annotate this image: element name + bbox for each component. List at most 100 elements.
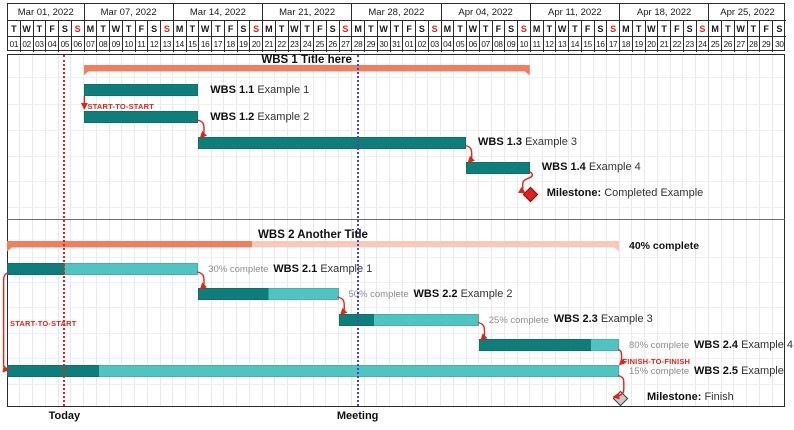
row-gridline [8, 155, 784, 157]
day-number-cell: 06 [467, 36, 480, 52]
day-gridline [682, 54, 684, 406]
task-bar-t14 [466, 161, 530, 174]
task-label: WBS 2.4 Example 4 [694, 338, 794, 351]
day-gridline [236, 54, 237, 406]
task-label: WBS 1.2 Example 2 [210, 110, 310, 123]
task-label: WBS 1.1 Example 1 [210, 83, 310, 96]
task-label: WBS 2.3 Example 3 [553, 313, 653, 325]
task-bar-t13 [198, 136, 466, 149]
day-number-cell: 10 [122, 36, 136, 52]
day-letter-cell: S [428, 20, 442, 36]
task-progress-label: 30% complete [208, 264, 269, 275]
day-number-cell: 27 [339, 36, 353, 52]
day-letter-cell: S [326, 20, 340, 36]
task-progress-label: 15% complete [629, 366, 690, 377]
day-gridline [83, 54, 84, 406]
day-gridline [746, 54, 747, 406]
group-bar-wbs1 [84, 65, 530, 76]
task-wbs-code: WBS 1.1 [210, 83, 255, 96]
day-gridline [733, 54, 735, 406]
milestone-label: Milestone: Finish [647, 390, 734, 403]
task-bar-t22 [198, 288, 339, 300]
week-header-cell: Apr 25, 2022 [720, 6, 775, 18]
day-number-cell: 12 [148, 36, 161, 52]
day-letter-cell: M [352, 20, 365, 36]
day-number-cell: 03 [428, 36, 442, 52]
day-number-cell: 08 [492, 36, 506, 52]
day-letter-cell: S [148, 20, 161, 36]
day-gridline [57, 54, 59, 406]
day-number-cell: 09 [110, 36, 123, 52]
week-header-cell: Mar 01, 2022 [8, 4, 85, 20]
day-number-cell: 20 [250, 36, 263, 52]
week-header-cell: Mar 28, 2022 [352, 4, 442, 20]
day-number-cell: 03 [33, 36, 47, 52]
day-letter-cell: T [543, 20, 557, 36]
day-gridline [631, 54, 633, 406]
day-number-cell: 30 [377, 36, 391, 52]
day-gridline [516, 54, 518, 406]
day-letter-cell: T [186, 20, 200, 36]
row-gridline [8, 103, 784, 105]
day-letter-cell: T [747, 20, 761, 36]
day-letter-cell: F [46, 20, 59, 36]
row-gridline [8, 130, 784, 131]
task-progress-label: 25% complete [488, 314, 549, 326]
day-letter-cell: S [161, 20, 174, 36]
day-number-cell: 13 [161, 36, 174, 52]
week-header-cell: Mar 21, 2022 [263, 4, 353, 20]
week-header-cell: Mar 07, 2022 [85, 4, 174, 20]
task-bar-t24 [478, 339, 619, 351]
day-gridline [274, 54, 276, 406]
day-number-cell: 23 [683, 36, 697, 52]
day-letter-cell: S [594, 20, 608, 36]
day-number-cell: 26 [722, 36, 735, 52]
day-letter-cell: S [237, 20, 251, 36]
task-label: WBS 1.3 Example 3 [478, 136, 578, 148]
day-letter-cell: M [620, 20, 633, 36]
day-gridline [287, 54, 288, 406]
day-number-cell: 28 [747, 36, 761, 52]
day-gridline [325, 54, 327, 406]
chart-body-frame [7, 53, 785, 407]
day-letter-cell: W [20, 20, 34, 36]
day-number-cell: 17 [212, 36, 225, 52]
day-letter-cell: F [314, 20, 327, 36]
day-gridline [452, 54, 454, 406]
day-letter-cell: T [122, 20, 136, 36]
row-gridline [8, 332, 784, 334]
task-wbs-code: WBS 2.5 [694, 364, 739, 377]
day-letter-cell: M [84, 20, 98, 36]
task-bar-t21 [7, 263, 199, 275]
day-number-cell: 23 [288, 36, 302, 52]
day-number-cell: 13 [556, 36, 569, 52]
day-gridline [605, 54, 607, 406]
day-gridline [32, 54, 33, 406]
task-label: WBS 2.5 Example [694, 364, 784, 377]
day-number-cell: 06 [71, 36, 85, 52]
day-number-cell: 09 [505, 36, 518, 52]
day-gridline [554, 54, 556, 406]
day-letter-cell: S [505, 20, 518, 36]
day-number-cell: 19 [237, 36, 251, 52]
day-number-cell: 01 [8, 36, 21, 52]
task-wbs-code: WBS 1.2 [210, 110, 255, 123]
day-gridline [121, 54, 123, 406]
day-number-cell: 11 [135, 36, 149, 52]
day-gridline [707, 54, 709, 406]
day-number-cell: 10 [518, 36, 531, 52]
day-gridline [656, 54, 658, 406]
day-number-cell: 17 [607, 36, 620, 52]
day-letter-cell: W [288, 20, 302, 36]
day-letter-cell: T [365, 20, 378, 36]
day-gridline [478, 54, 480, 406]
day-gridline [223, 54, 225, 406]
day-letter-cell: W [377, 20, 391, 36]
section-divider-line [7, 218, 785, 220]
day-number-cell: 30 [773, 36, 786, 52]
group-progress-label: 40% complete [629, 240, 700, 252]
day-number-cell: 14 [569, 36, 582, 52]
row-gridline [8, 307, 784, 308]
